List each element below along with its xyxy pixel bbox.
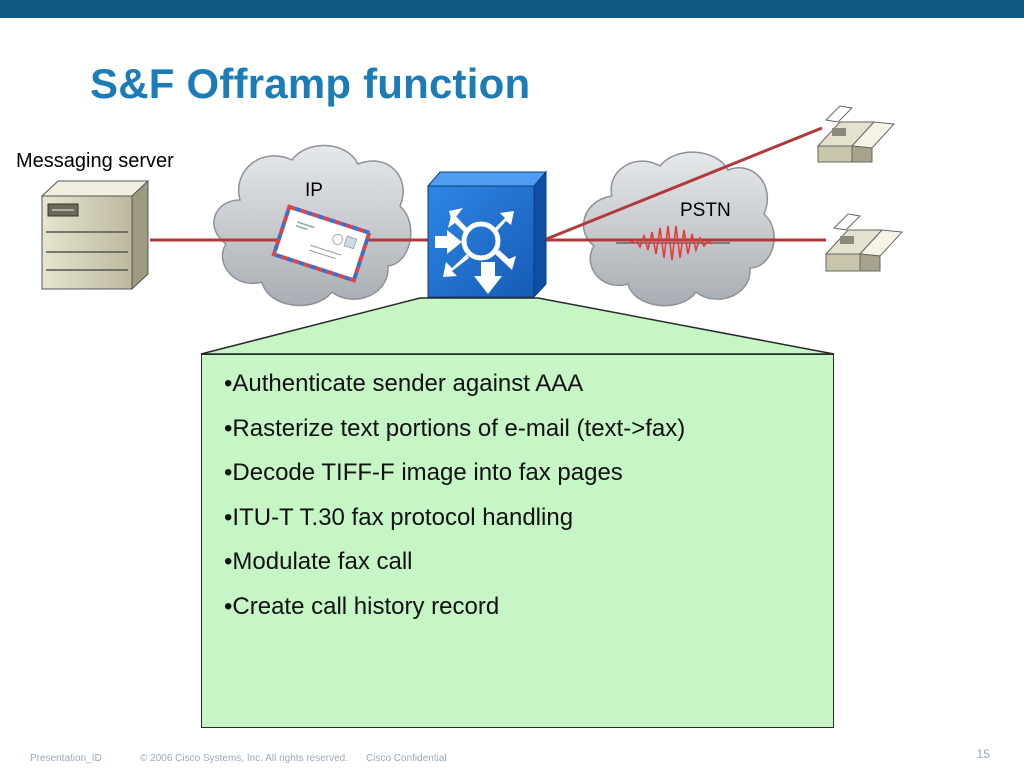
ip-cloud-label: IP [305, 180, 323, 201]
server-label: Messaging server [16, 150, 174, 172]
pstn-cloud-icon [582, 151, 775, 307]
bullet-item: Create call history record [224, 592, 833, 622]
fax-machine-icon [816, 105, 896, 163]
bullet-item: Decode TIFF-F image into fax pages [224, 458, 833, 488]
envelope-icon [271, 204, 372, 283]
slide-title: S&F Offramp function [90, 60, 531, 107]
bullet-item: Rasterize text portions of e-mail (text-… [224, 414, 833, 444]
pstn-cloud-label: PSTN [680, 200, 731, 221]
bullet-item: Modulate fax call [224, 547, 833, 577]
header-bar [0, 0, 1024, 18]
footer-confidential: Cisco Confidential [366, 753, 447, 764]
bullet-item: ITU-T T.30 fax protocol handling [224, 503, 833, 533]
server-icon [40, 179, 150, 291]
bullet-item: Authenticate sender against AAA [224, 369, 833, 399]
footer-copyright: © 2006 Cisco Systems, Inc. All rights re… [140, 753, 349, 764]
callout-pointer [200, 297, 835, 355]
function-callout-box: Authenticate sender against AAA Rasteriz… [201, 354, 834, 728]
footer-presentation-id: Presentation_ID [30, 753, 102, 764]
fax-machine-icon [824, 213, 904, 272]
link-router-fax-top [543, 126, 823, 242]
waveform-icon [616, 225, 730, 261]
router-icon [426, 170, 548, 299]
function-bullet-list: Authenticate sender against AAA Rasteriz… [202, 355, 833, 622]
page-number: 15 [976, 747, 990, 761]
